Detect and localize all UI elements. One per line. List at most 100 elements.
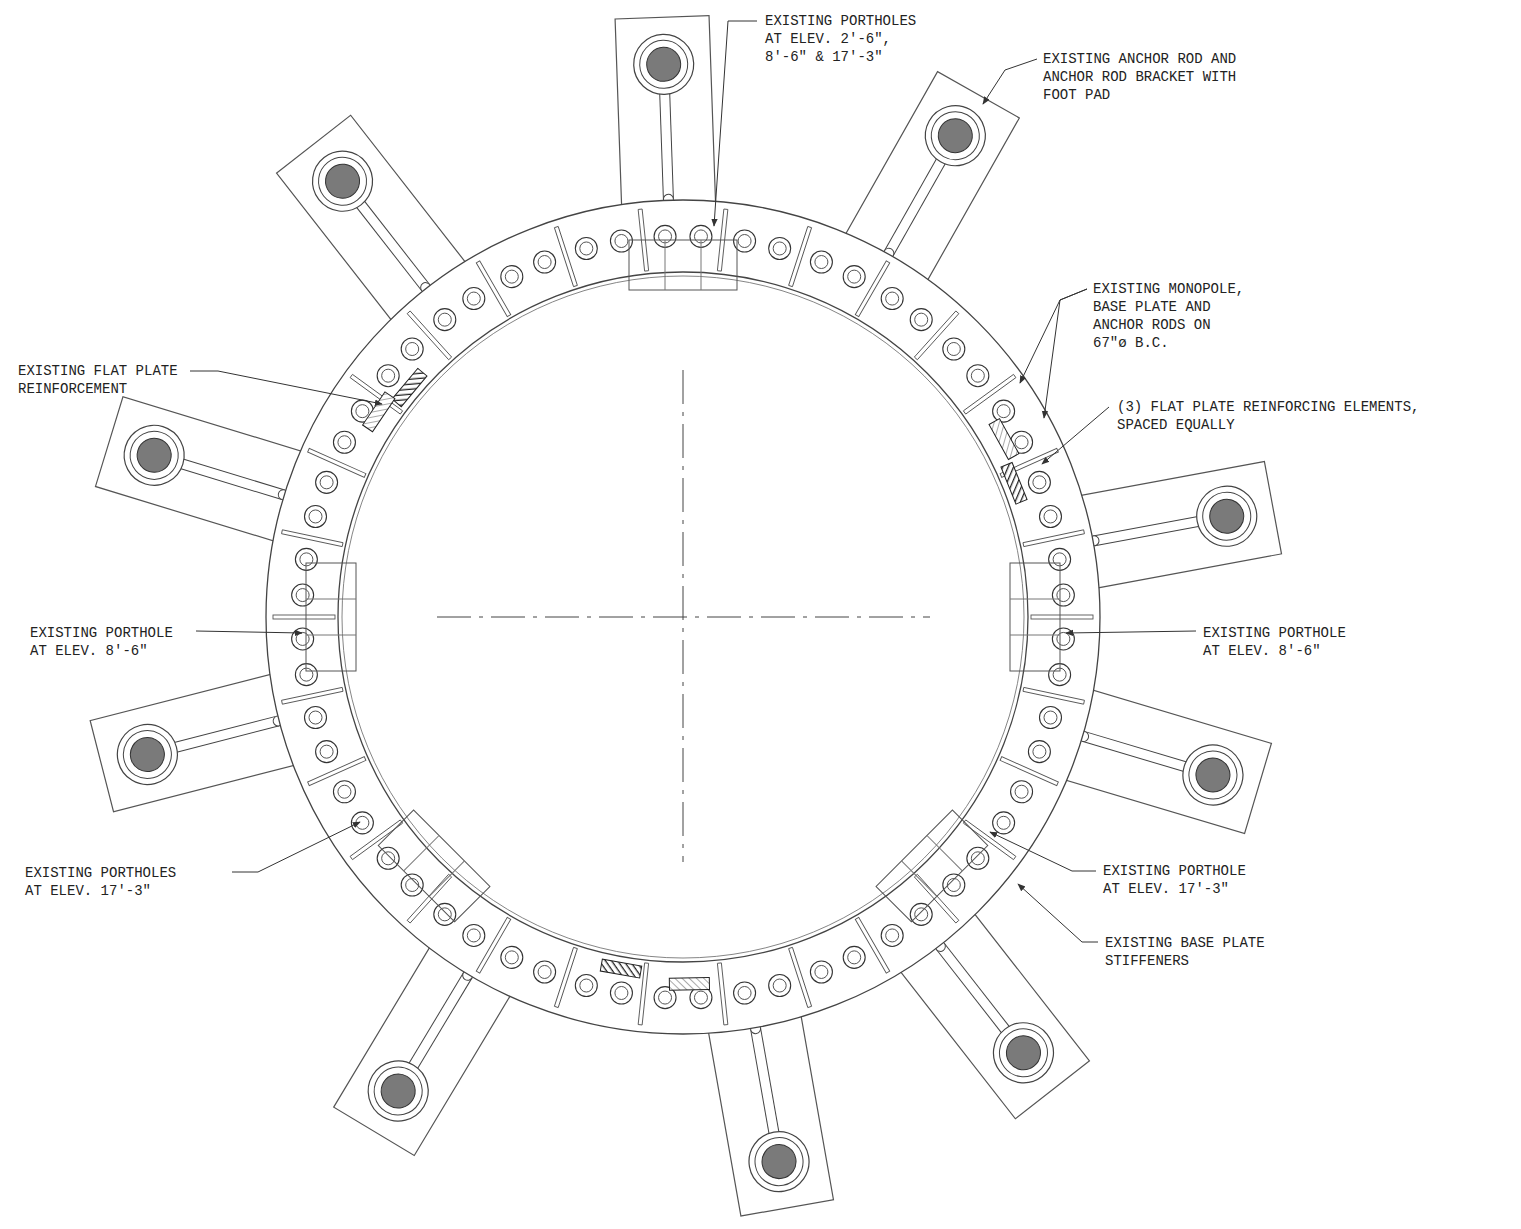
bolt	[438, 313, 451, 326]
stiffener	[282, 530, 343, 547]
bolt-nut	[1039, 707, 1061, 729]
anchor-nut	[309, 148, 376, 215]
bolt-nut	[967, 847, 989, 869]
foot-pad	[615, 16, 716, 224]
leader-line	[1020, 289, 1087, 383]
flat-plate	[363, 392, 395, 432]
callout-label: EXISTING PORTHOLE AT ELEV. 8'-6"	[30, 624, 177, 660]
anchor-nut	[118, 725, 176, 783]
bolt	[296, 589, 309, 602]
stiffener	[717, 963, 727, 1025]
bolt	[815, 965, 828, 978]
rod-line	[761, 1028, 780, 1134]
bolt	[505, 951, 518, 964]
anchor-washer	[357, 1050, 439, 1132]
bolt-nut	[463, 924, 485, 946]
bolt	[406, 343, 419, 356]
bolt-nut	[810, 251, 832, 273]
bolt-nut	[377, 365, 399, 387]
porthole-frame	[629, 240, 737, 290]
bolt	[580, 979, 593, 992]
monopole-wall	[338, 272, 1028, 962]
anchor-rod	[1192, 754, 1234, 796]
bolt	[1015, 785, 1028, 798]
bolt	[694, 991, 707, 1004]
stiffener	[1000, 757, 1058, 786]
bolt-nut	[769, 975, 791, 997]
anchor-nut	[990, 1019, 1057, 1086]
bolt-nut	[843, 266, 865, 288]
stiffener	[554, 226, 577, 286]
rod-line	[884, 157, 937, 251]
bolt-nut	[993, 400, 1015, 422]
bolt	[406, 878, 419, 891]
bolt-nut	[292, 628, 314, 650]
anchor-washer	[1192, 481, 1262, 551]
bolt-nut	[910, 309, 932, 331]
porthole-line	[1010, 635, 1060, 636]
anchor-nut	[1199, 488, 1255, 544]
porthole-frame	[1010, 563, 1060, 671]
anchor-rod	[932, 113, 978, 159]
bolt-nut	[305, 707, 327, 729]
rod-line	[1082, 741, 1185, 772]
leader-line	[1044, 289, 1087, 418]
porthole-frame	[306, 563, 356, 671]
porthole-line	[1010, 599, 1060, 600]
bolt-nut	[575, 237, 597, 259]
bolt	[947, 878, 960, 891]
bolt	[320, 745, 333, 758]
bolt	[338, 436, 351, 449]
callout-label: EXISTING PORTHOLE AT ELEV. 8'-6"	[1203, 624, 1350, 660]
leader-line	[714, 21, 757, 226]
leader-line	[1066, 631, 1196, 633]
rod-line	[936, 949, 1002, 1034]
rod-line	[172, 716, 277, 743]
leader-line	[1042, 407, 1109, 464]
leaders	[190, 21, 1196, 942]
porthole-line	[665, 240, 666, 290]
bolt	[338, 785, 351, 798]
bolt	[1044, 711, 1057, 724]
rod-line	[944, 943, 1010, 1028]
bolt	[615, 235, 628, 248]
leader-line	[1018, 884, 1098, 942]
anchor-brackets	[90, 16, 1281, 1216]
bolt	[848, 951, 861, 964]
porthole-line	[701, 240, 702, 290]
bolt	[580, 242, 593, 255]
anchor-rod	[646, 47, 681, 82]
bolt	[997, 405, 1010, 418]
callout-label: EXISTING PORTHOLE AT ELEV. 17'-3"	[1103, 862, 1250, 898]
bolt	[615, 986, 628, 999]
bolt	[773, 242, 786, 255]
porthole	[1010, 563, 1060, 671]
porthole-line	[901, 861, 936, 896]
bolt-nut	[501, 946, 523, 968]
bolt-nut	[810, 961, 832, 983]
bolt	[538, 965, 551, 978]
bolt	[848, 270, 861, 283]
centerlines	[437, 370, 930, 862]
bolt-nut	[534, 961, 556, 983]
flat-plate	[669, 978, 709, 991]
bolt	[1057, 589, 1070, 602]
bolt	[505, 270, 518, 283]
leader-line	[190, 371, 382, 404]
bolt	[467, 929, 480, 942]
rod-line	[751, 1030, 770, 1136]
porthole	[378, 810, 490, 922]
bolt	[382, 369, 395, 382]
flat-plate	[600, 959, 641, 978]
anchor-nut	[365, 1058, 431, 1124]
bolt	[915, 908, 928, 921]
bolt	[971, 852, 984, 865]
stiffener	[789, 947, 812, 1007]
bolt	[915, 313, 928, 326]
callout-label: EXISTING MONOPOLE, BASE PLATE AND ANCHOR…	[1093, 280, 1248, 352]
rod-line	[670, 91, 674, 199]
bolt-nut	[993, 812, 1015, 834]
bolt-nut	[333, 431, 355, 453]
porthole-line	[404, 835, 439, 870]
rod-line	[363, 199, 429, 284]
